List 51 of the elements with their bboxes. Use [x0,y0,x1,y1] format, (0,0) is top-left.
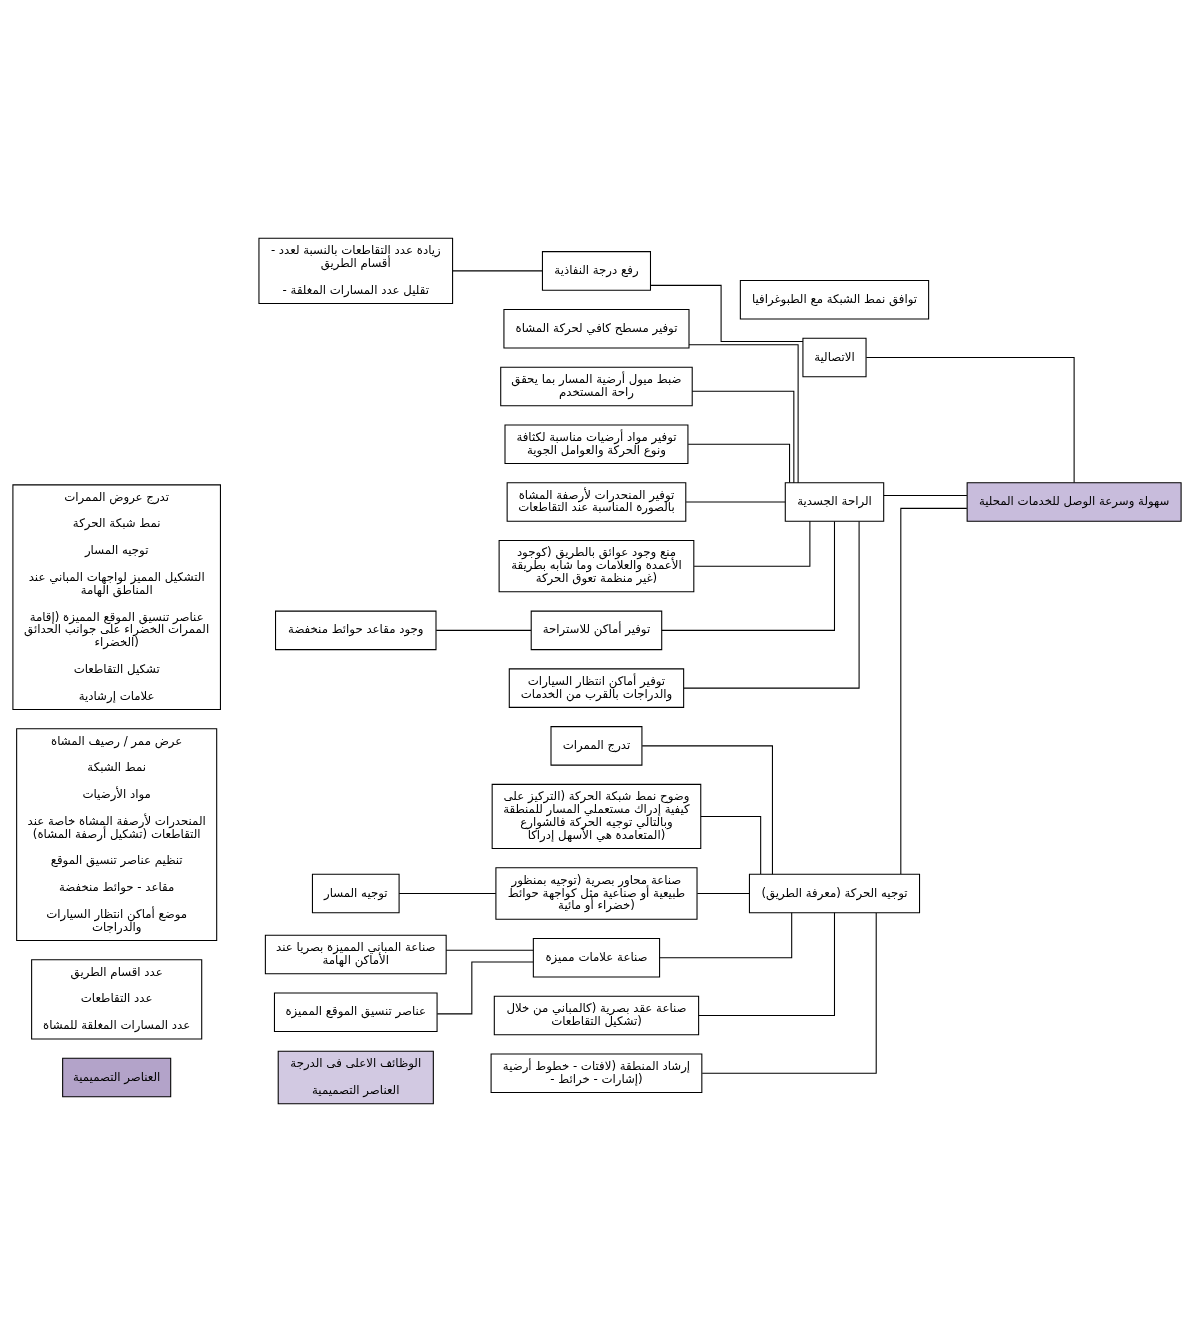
connector [698,912,836,1016]
node-box: سهولة وسرعة الوصل للخدمات المحلية [966,482,1182,522]
connector [688,344,799,484]
node-box: توفير المنحدرات لأرصفة المشاة بالصورة المناسبة عند التقاطعات [506,482,687,522]
connector [650,284,804,343]
node-box: صناعة علامات مميزة [532,937,661,978]
node-box: إرشاد المنطقة (لافتات - خطوط أرضية - إشارات - خرائط) [490,1053,703,1094]
node-box: العناصر التصميمية [62,1057,172,1098]
node-box: رفع درجة النفاذية [541,251,652,291]
node-box: صناعة عقد بصرية (كالمباني من خلال تشكيل التقاطعات) [493,995,700,1036]
node-box: تدرج الممرات [550,726,643,766]
node-box: الاتصالية [802,337,867,378]
connector [687,443,791,483]
node-box: عدد اقسام الطريق عدد التقاطعات عدد المسارات المغلقة للمشاة [31,959,203,1040]
connector [685,501,786,503]
connector [641,745,773,875]
connector [883,495,968,497]
node-box: صناعة محاور بصرية (توجيه بمنظور طبيعية أو صناعية مثل كواجهة حوائط خضراء أو مائية) [495,867,698,920]
connector [659,912,793,959]
node-box: وجود مقاعد حوائط منخفضة [275,610,437,651]
connector [696,892,750,895]
connector [865,357,1075,484]
node-box: توافق نمط الشبكة مع الطبوغرافيا [739,280,930,320]
connector [691,390,795,484]
node-box: توجيه الحركة (معرفة الطريق) [748,873,921,914]
connector [700,815,762,875]
node-box: صناعة المباني المميزة بصريا عند الأماكن الهامة [264,934,447,975]
connector [701,912,877,1074]
node-box: توفير مواد أرضيات مناسبة لكثافة ونوع الحركة والعوامل الجوية [504,424,689,464]
node-box: الوظائف الاعلى فى الدرجة العناصر التصميمية [277,1050,434,1105]
connector [445,949,534,951]
connector [436,961,534,1015]
node-box: توجيه المسار [311,873,400,914]
node-box: ضبط ميول أرضية المسار بما يحقق راحة المستخدم [500,366,693,407]
node-box: وضوح نمط شبكة الحركة (التركيز على كيفية إدراك مستعملي المسار للمنطقة وبالتالي توجيه الحركة فالشوارع المتعامدة هي الأسهل إدراكا) [491,783,702,850]
connector [693,520,811,567]
node-box: تدرج عروض الممرات نمط شبكة الحركة توجيه المسار التشكيل المميز لواجهات المباني عند المناطق الهامة عناصر تنسيق الموقع المميزة (إقامة الممرات الخضراء على جوانب الحدائق الخضراء) تشكيل التقاطعات علامات إرشادية [12,484,221,711]
connector [435,629,532,631]
node-box: عناصر تنسيق الموقع المميزة [273,992,438,1033]
connector [683,521,860,689]
node-box: توفير مسطح كافي لحركة المشاة [503,308,690,349]
node-box: - زيادة عدد التقاطعات بالنسبة لعدد أقسام الطريق - تقليل عدد المسارات المغلقة [258,237,454,305]
connector [398,892,497,895]
connector [900,507,968,875]
node-box: عرض ممر / رصيف المشاة نمط الشبكة مواد الأرضيات المنحدرات لأرصفة المشاة خاصة عند التقاطعات (تشكيل أرصفة المشاة) تنظيم عناصر تنسيق الموقع مقاعد - حوائط منخفضة موضع أماكن انتظار السيارات والدراجات [16,728,218,942]
node-box: توفير أماكن للاستراحة [530,610,663,651]
node-box: توفير أماكن انتظار السيارات والدراجات بالقرب من الخدمات [508,668,685,708]
node-box: منع وجود عوائق بالطريق (كوجود الأعمدة والعلامات وما شابه بطريقة غير منظمة تعوق الحركة) [498,539,695,593]
connector [452,270,543,272]
node-box: الراحة الجسدية [784,482,885,522]
connector [661,520,836,631]
